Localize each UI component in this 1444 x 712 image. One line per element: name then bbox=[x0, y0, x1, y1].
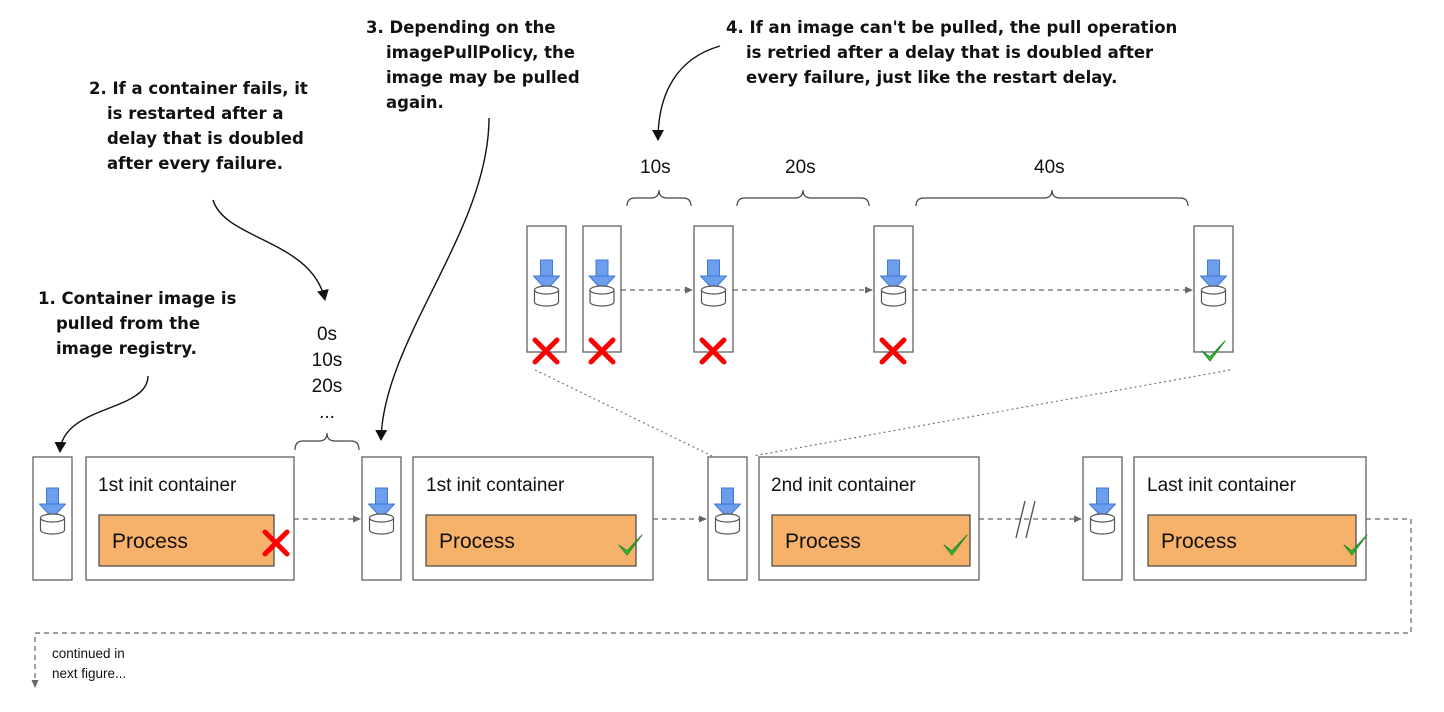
callout-line: every failure, just like the restart del… bbox=[746, 68, 1118, 87]
restart-delay-value: 10s bbox=[311, 350, 343, 371]
delay-brace-10s bbox=[626, 189, 692, 207]
process-label: Process bbox=[439, 530, 515, 553]
callout-arrow-2 bbox=[212, 199, 329, 301]
callout-line: imagePullPolicy, the bbox=[386, 43, 575, 62]
callout-pull-retry: 4. If an image can't be pulled, the pull… bbox=[726, 15, 1177, 90]
callout-restart-delay: 2. If a container fails, it is restarted… bbox=[89, 76, 308, 176]
init-container-title: Last init container bbox=[1147, 475, 1296, 496]
init-container-title: 1st init container bbox=[98, 475, 237, 496]
callout-pull-from-registry: 1. Container image is pulled from the im… bbox=[38, 286, 236, 361]
process-label: Process bbox=[1161, 530, 1237, 553]
process-box-2 bbox=[425, 514, 637, 567]
restart-delay-value: 20s bbox=[311, 376, 343, 397]
zoom-line-right bbox=[752, 369, 1231, 457]
callout-line: 3. Depending on the bbox=[366, 18, 556, 37]
process-box-3 bbox=[771, 514, 971, 567]
pull-retry-delay-label: 40s bbox=[1034, 157, 1065, 178]
callout-line: 1. Container image is bbox=[38, 289, 237, 308]
continuation-note-line: next figure... bbox=[52, 666, 127, 681]
delay-brace-20s bbox=[736, 189, 870, 207]
callout-pull-policy: 3. Depending on the imagePullPolicy, the… bbox=[366, 15, 580, 115]
pull-retry-delay-label: 10s bbox=[640, 157, 671, 178]
callout-line: again. bbox=[386, 93, 444, 112]
continuation-connector bbox=[31, 518, 1412, 688]
restart-delay-brace bbox=[294, 432, 360, 451]
zoom-line-left bbox=[534, 369, 713, 457]
callout-arrow-3 bbox=[375, 117, 490, 441]
delay-brace-40s bbox=[915, 189, 1189, 207]
restart-delay-value: 0s bbox=[316, 324, 338, 345]
callout-line: delay that is doubled bbox=[107, 129, 304, 148]
callout-line: image may be pulled bbox=[386, 68, 580, 87]
callout-line: pulled from the bbox=[56, 314, 201, 333]
process-box-4 bbox=[1147, 514, 1357, 567]
callout-line: is retried after a delay that is doubled… bbox=[746, 43, 1154, 62]
callout-line: is restarted after a bbox=[107, 104, 284, 123]
callout-line: 4. If an image can't be pulled, the pull… bbox=[726, 18, 1178, 37]
continuation-note: continued in next figure... bbox=[52, 644, 126, 684]
callout-arrow-1 bbox=[54, 375, 149, 453]
pull-retry-delay-label: 20s bbox=[785, 157, 816, 178]
restart-delay-list: 0s 10s 20s ... bbox=[296, 322, 358, 426]
process-label: Process bbox=[785, 530, 861, 553]
callout-arrow-4 bbox=[652, 45, 721, 141]
callout-line: 2. If a container fails, it bbox=[89, 79, 308, 98]
callout-line: after every failure. bbox=[107, 154, 284, 173]
process-label: Process bbox=[112, 530, 188, 553]
callout-line: image registry. bbox=[56, 339, 197, 358]
restart-delay-value: ... bbox=[319, 402, 335, 423]
continuation-note-line: continued in bbox=[52, 646, 125, 661]
pull-retry-row bbox=[526, 189, 1234, 362]
skip-marks bbox=[1015, 500, 1036, 539]
image-pull-box bbox=[361, 456, 402, 581]
init-container-title: 2nd init container bbox=[771, 475, 916, 496]
init-container-title: 1st init container bbox=[426, 475, 565, 496]
init-container-row bbox=[31, 432, 1412, 688]
